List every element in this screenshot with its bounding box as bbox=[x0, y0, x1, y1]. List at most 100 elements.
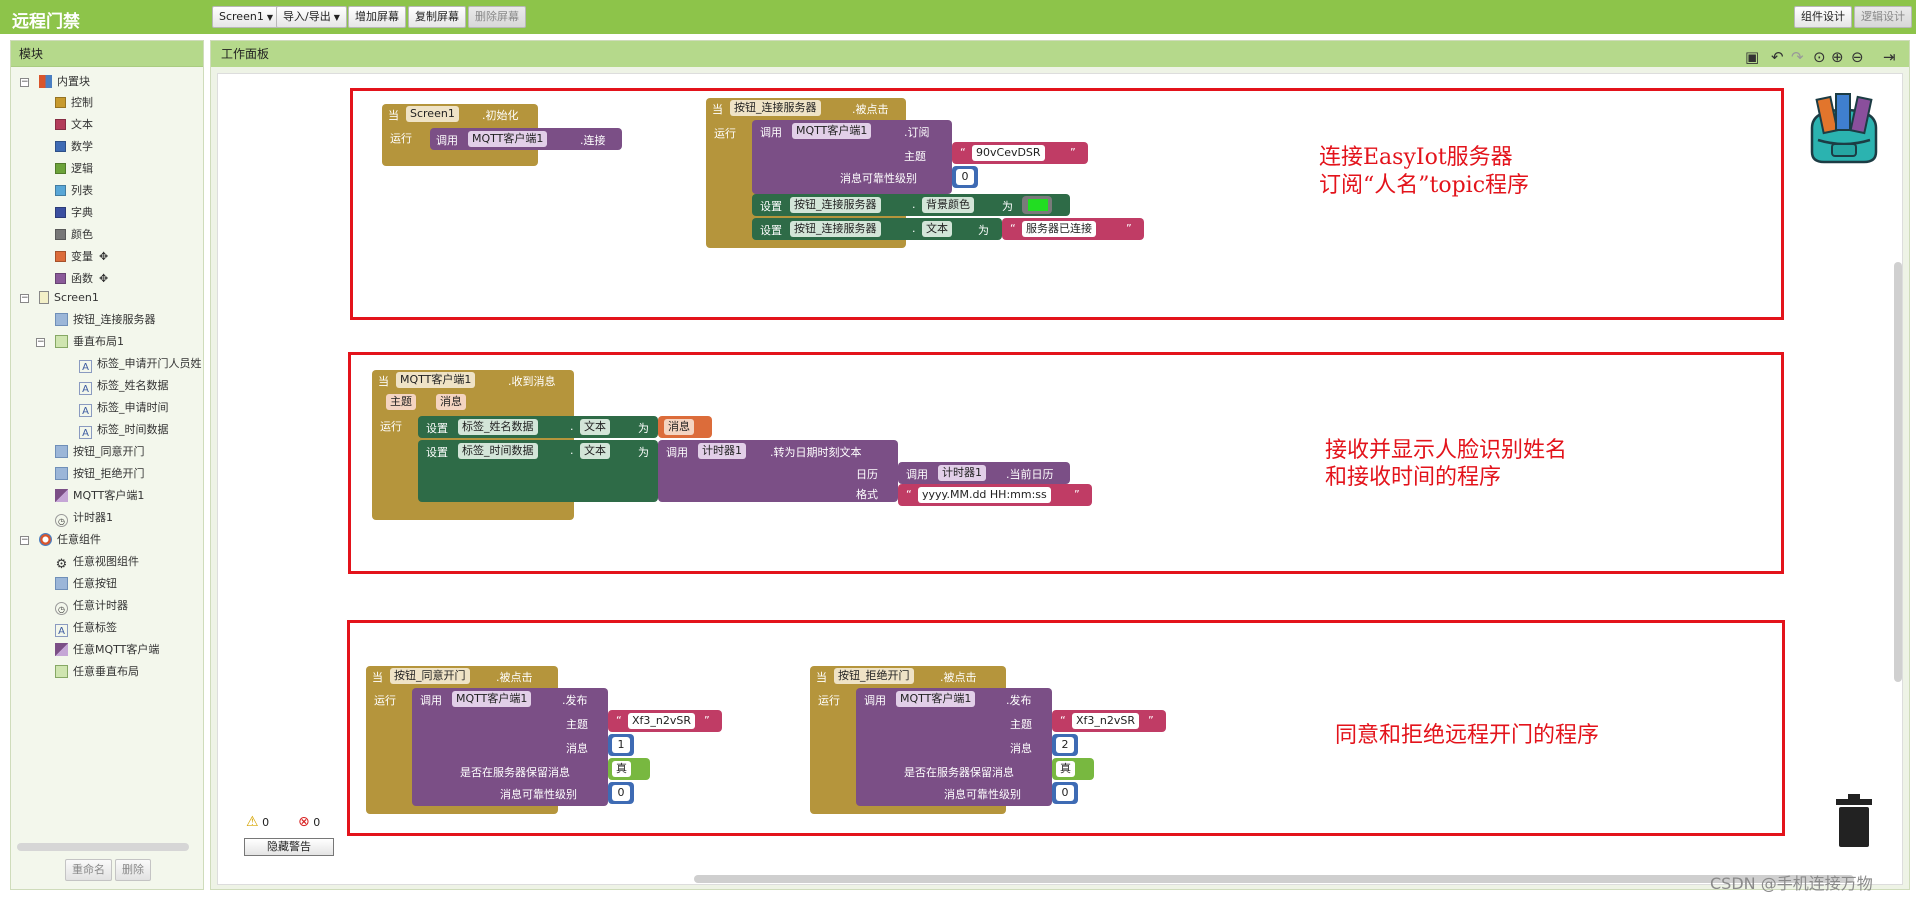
property-dropdown[interactable]: 背景颜色 bbox=[922, 197, 974, 213]
text-block-topic[interactable]: “ 90vCevDSR ” bbox=[952, 142, 1088, 164]
component-dropdown[interactable]: 按钮_拒绝开门 bbox=[834, 668, 914, 684]
collapse-toggle-icon[interactable]: − bbox=[36, 337, 45, 347]
topic-value[interactable]: Xf3_n2vSR bbox=[1072, 713, 1140, 729]
delete-screen-button[interactable]: 删除屏幕 bbox=[468, 6, 526, 28]
tree-item-any-timer[interactable]: ◷任意计时器 bbox=[55, 597, 128, 615]
qos-value[interactable]: 0 bbox=[1056, 785, 1074, 801]
message-value[interactable]: 1 bbox=[612, 737, 630, 753]
number-block-qos[interactable]: 0 bbox=[952, 166, 978, 188]
topic-value[interactable]: Xf3_n2vSR bbox=[628, 713, 696, 729]
tree-item-reject-button[interactable]: 按钮_拒绝开门 bbox=[55, 465, 145, 483]
tree-item-control[interactable]: 控制 bbox=[55, 94, 93, 112]
tree-item-dictionary[interactable]: 字典 bbox=[55, 204, 93, 222]
trash-icon[interactable] bbox=[1834, 794, 1874, 848]
logic-block-reject-true[interactable]: 真 bbox=[1052, 758, 1094, 780]
tree-item-procedures[interactable]: 函数✥ bbox=[55, 270, 108, 288]
component-dropdown[interactable]: MQTT客户端1 bbox=[468, 131, 548, 147]
tree-item-any-mqtt[interactable]: 任意MQTT客户端 bbox=[55, 641, 159, 659]
tree-item-lists[interactable]: 列表 bbox=[55, 182, 93, 200]
component-dropdown[interactable]: 按钮_连接服务器 bbox=[790, 197, 881, 213]
property-dropdown[interactable]: 文本 bbox=[580, 419, 610, 435]
collapse-toggle-icon[interactable]: − bbox=[20, 77, 29, 87]
blocks-canvas[interactable]: 连接EasyIot服务器 订阅“人名”topic程序 接收并显示人脸识别姓名 和… bbox=[217, 73, 1903, 885]
set-block-text[interactable]: 设置 按钮_连接服务器 . 文本 为 bbox=[752, 218, 1002, 240]
component-dropdown[interactable]: 标签_姓名数据 bbox=[458, 419, 538, 435]
horizontal-scrollbar[interactable] bbox=[17, 843, 189, 851]
number-block-agree-qos[interactable]: 0 bbox=[608, 782, 634, 804]
tree-item-any-vertical[interactable]: 任意垂直布局 bbox=[55, 663, 139, 681]
format-value[interactable]: yyyy.MM.dd HH:mm:ss bbox=[918, 487, 1051, 503]
tree-item-any-button[interactable]: 任意按钮 bbox=[55, 575, 117, 593]
rename-button[interactable]: 重命名 bbox=[65, 859, 112, 881]
blocks-editor-button[interactable]: 逻辑设计 bbox=[1854, 6, 1912, 28]
tree-screen1[interactable]: Screen1 bbox=[39, 289, 99, 307]
warning-indicator[interactable]: ⚠ 0 bbox=[246, 814, 269, 830]
text-block-agree-topic[interactable]: “ Xf3_n2vSR ” bbox=[608, 710, 722, 732]
tree-item-variables[interactable]: 变量✥ bbox=[55, 248, 108, 266]
zoom-in-icon[interactable]: ⊕ bbox=[1831, 48, 1844, 66]
collapse-toggle-icon[interactable]: − bbox=[20, 535, 29, 545]
set-block-time-data[interactable]: 设置 标签_时间数据 . 文本 为 bbox=[418, 440, 658, 502]
component-dropdown[interactable]: 标签_时间数据 bbox=[458, 443, 538, 459]
retain-value[interactable]: 真 bbox=[1056, 761, 1075, 777]
tree-item-colors[interactable]: 颜色 bbox=[55, 226, 93, 244]
center-icon[interactable]: ⊙ bbox=[1813, 48, 1826, 66]
number-block-reject-qos[interactable]: 0 bbox=[1052, 782, 1078, 804]
collapse-toggle-icon[interactable]: − bbox=[20, 293, 29, 303]
component-dropdown[interactable]: MQTT客户端1 bbox=[792, 123, 872, 139]
tree-item-math[interactable]: 数学 bbox=[55, 138, 93, 156]
call-block-now[interactable]: 调用 计时器1 .当前日历 bbox=[898, 462, 1070, 484]
tree-any-component[interactable]: 任意组件 bbox=[39, 531, 101, 549]
call-block-format-datetime[interactable]: 调用 计时器1 .转为日期时刻文本 日历 格式 bbox=[658, 440, 898, 502]
component-dropdown[interactable]: 计时器1 bbox=[698, 443, 746, 459]
qos-value[interactable]: 0 bbox=[612, 785, 630, 801]
add-screen-button[interactable]: 增加屏幕 bbox=[348, 6, 406, 28]
call-block-mqtt-connect[interactable]: 调用 MQTT客户端1 .连接 bbox=[430, 128, 622, 150]
param-message[interactable]: 消息 bbox=[436, 394, 466, 410]
designer-button[interactable]: 组件设计 bbox=[1794, 6, 1852, 28]
set-block-name-data[interactable]: 设置 标签_姓名数据 . 文本 为 bbox=[418, 416, 658, 438]
component-dropdown[interactable]: MQTT客户端1 bbox=[896, 691, 976, 707]
number-block-reject-msg[interactable]: 2 bbox=[1052, 734, 1078, 756]
call-block-agree-publish[interactable]: 调用 MQTT客户端1 .发布 主题 消息 是否在服务器保留消息 消息可靠性级别 bbox=[412, 688, 608, 806]
tree-item-connect-button[interactable]: 按钮_连接服务器 bbox=[55, 311, 156, 329]
tree-item-logic[interactable]: 逻辑 bbox=[55, 160, 93, 178]
screen-select[interactable]: Screen1▼ bbox=[212, 6, 280, 28]
component-dropdown[interactable]: 按钮_连接服务器 bbox=[790, 221, 881, 237]
backpack-icon[interactable] bbox=[1804, 88, 1884, 164]
tree-item-any-view[interactable]: ⚙任意视图组件 bbox=[55, 553, 139, 571]
import-export-button[interactable]: 导入/导出▼ bbox=[276, 6, 347, 28]
redo-icon[interactable]: ↷ bbox=[1791, 48, 1804, 66]
set-block-bgcolor[interactable]: 设置 按钮_连接服务器 . 背景颜色 为 bbox=[752, 194, 1070, 216]
zoom-out-icon[interactable]: ⊖ bbox=[1851, 48, 1864, 66]
text-block-connected[interactable]: “ 服务器已连接 ” bbox=[1002, 218, 1144, 240]
component-dropdown[interactable]: 计时器1 bbox=[938, 465, 986, 481]
property-dropdown[interactable]: 文本 bbox=[580, 443, 610, 459]
number-block-agree-msg[interactable]: 1 bbox=[608, 734, 634, 756]
text-block-format[interactable]: “ yyyy.MM.dd HH:mm:ss ” bbox=[898, 484, 1092, 506]
horizontal-scrollbar[interactable] bbox=[694, 875, 1854, 883]
property-dropdown[interactable]: 文本 bbox=[922, 221, 952, 237]
message-value[interactable]: 2 bbox=[1056, 737, 1074, 753]
color-block-green[interactable] bbox=[1022, 196, 1052, 214]
call-block-reject-publish[interactable]: 调用 MQTT客户端1 .发布 主题 消息 是否在服务器保留消息 消息可靠性级别 bbox=[856, 688, 1052, 806]
error-indicator[interactable]: ⊗ 0 bbox=[298, 814, 320, 830]
tree-item-text[interactable]: 文本 bbox=[55, 116, 93, 134]
component-dropdown[interactable]: MQTT客户端1 bbox=[396, 372, 476, 388]
tree-item-timer[interactable]: ◷计时器1 bbox=[55, 509, 113, 527]
save-icon[interactable]: ▣ bbox=[1745, 48, 1760, 66]
tree-builtin[interactable]: 内置块 bbox=[39, 73, 90, 91]
component-dropdown[interactable]: MQTT客户端1 bbox=[452, 691, 532, 707]
tree-item-mqtt[interactable]: MQTT客户端1 bbox=[55, 487, 144, 505]
fullscreen-icon[interactable]: ⇥ bbox=[1883, 48, 1896, 66]
get-block-message[interactable]: 消息 bbox=[658, 416, 712, 438]
copy-screen-button[interactable]: 复制屏幕 bbox=[408, 6, 466, 28]
delete-button[interactable]: 删除 bbox=[115, 859, 151, 881]
retain-value[interactable]: 真 bbox=[612, 761, 631, 777]
connected-text-value[interactable]: 服务器已连接 bbox=[1022, 221, 1096, 237]
